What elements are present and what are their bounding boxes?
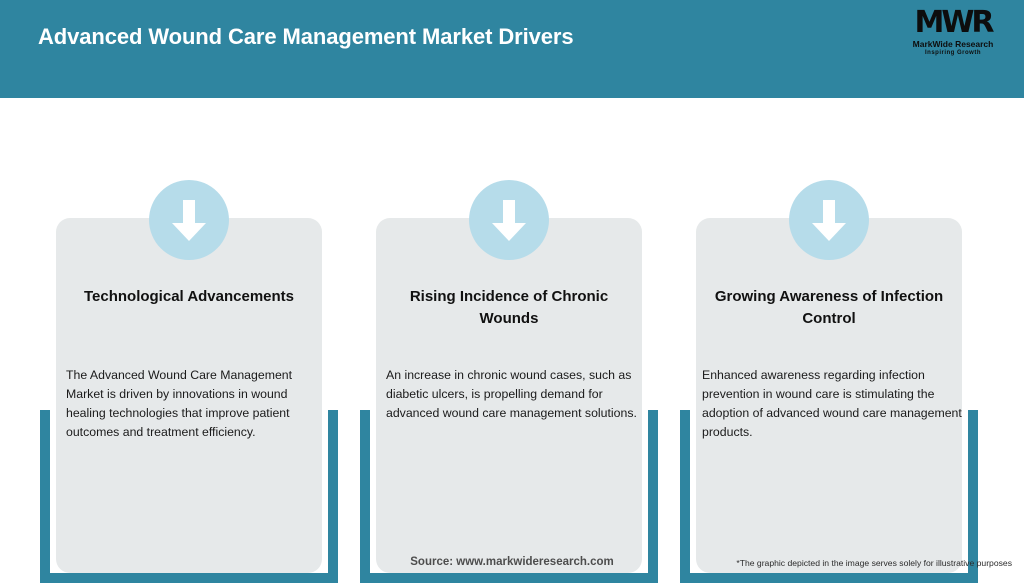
card-title: Rising Incidence of Chronic Wounds <box>409 288 609 327</box>
card-frame-right-bar <box>968 410 978 583</box>
card-panel <box>696 218 962 573</box>
driver-card: Technological Advancements The Advanced … <box>40 138 338 583</box>
card-panel <box>376 218 642 573</box>
card-frame-bottom-bar <box>40 573 338 583</box>
card-title: Growing Awareness of Infection Control <box>714 288 944 327</box>
page-header: Advanced Wound Care Management Market Dr… <box>0 0 1024 98</box>
card-frame-right-bar <box>648 410 658 583</box>
card-frame-left-bar <box>680 410 690 583</box>
brand-tagline: Inspiring Growth <box>925 49 981 56</box>
down-arrow-icon <box>469 180 549 260</box>
disclaimer-note: *The graphic depicted in the image serve… <box>736 558 1012 568</box>
card-panel <box>56 218 322 573</box>
driver-card: Growing Awareness of Infection Control E… <box>680 138 978 583</box>
brand-monogram-icon: MWR <box>914 5 994 40</box>
card-frame-left-bar <box>40 410 50 583</box>
down-arrow-icon <box>789 180 869 260</box>
page-title: Advanced Wound Care Management Market Dr… <box>38 24 574 49</box>
card-title: Technological Advancements <box>83 288 295 305</box>
card-description: Enhanced awareness regarding infection p… <box>702 368 962 440</box>
card-frame-left-bar <box>360 410 370 583</box>
driver-cards-container: Technological Advancements The Advanced … <box>0 98 1024 583</box>
card-frame-bottom-bar <box>360 573 658 583</box>
card-description: The Advanced Wound Care Management Marke… <box>66 368 293 440</box>
card-description: An increase in chronic wound cases, such… <box>386 368 637 421</box>
card-frame-right-bar <box>328 410 338 583</box>
down-arrow-icon <box>149 180 229 260</box>
brand-logo: MWR MarkWide Research Inspiring Growth <box>898 8 1008 64</box>
card-frame-bottom-bar <box>680 573 978 583</box>
source-label: Source: www.markwideresearch.com <box>410 556 614 568</box>
brand-name: MarkWide Research <box>912 39 994 49</box>
driver-card: Rising Incidence of Chronic Wounds An in… <box>360 138 658 583</box>
